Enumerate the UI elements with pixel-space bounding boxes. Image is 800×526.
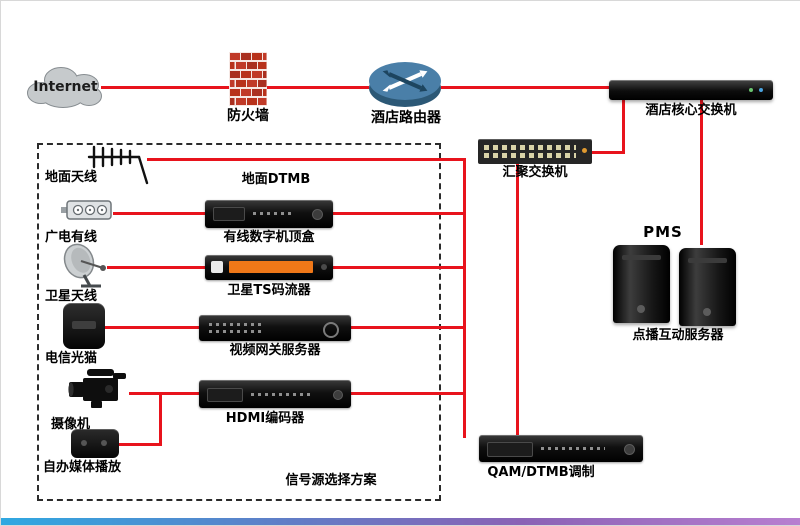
- edge-source-trunk: [463, 158, 466, 438]
- edge-internet-firewall: [101, 86, 229, 89]
- vod-server-label: 点播互动服务器: [632, 328, 724, 343]
- satellite-ts-streamer-label: 卫星TS码流器: [227, 283, 311, 298]
- vod-server-tower-1: [613, 245, 670, 323]
- gateway-emblem: [323, 322, 339, 338]
- edge-gateway-trunk: [351, 326, 466, 329]
- core-switch-device: [609, 80, 773, 100]
- streamer-knob: [321, 264, 327, 270]
- router-icon: [367, 57, 443, 111]
- camera-label: 摄像机: [51, 417, 91, 432]
- server-drive-bay: [622, 255, 661, 260]
- server-power-button: [703, 308, 711, 316]
- edge-cable-stb: [113, 212, 205, 215]
- terrestrial-antenna-icon: [87, 145, 151, 185]
- aggregation-switch-label: 汇聚交换机: [502, 165, 568, 180]
- switch-led: [582, 148, 587, 153]
- gateway-vents: [209, 323, 263, 326]
- edge-modem-gateway: [103, 326, 199, 329]
- core-switch-led: [749, 88, 753, 92]
- gateway-vents: [209, 330, 263, 333]
- cable-stb-device: [205, 200, 333, 228]
- encoder-ports: [251, 393, 311, 396]
- aggregation-switch-device: [478, 139, 592, 164]
- internet-label: Internet: [33, 79, 98, 95]
- cable-splitter-icon: [61, 193, 117, 227]
- core-switch-led: [759, 88, 763, 92]
- edge-streamer-trunk: [333, 266, 466, 269]
- encoder-knob: [333, 390, 343, 400]
- vod-server-tower-2: [679, 248, 736, 326]
- camera-icon: [67, 365, 133, 415]
- edge-camera-encoder: [129, 392, 199, 395]
- satellite-ts-streamer-device: [205, 255, 333, 280]
- firewall-label: 防火墙: [227, 108, 269, 124]
- encoder-display: [207, 388, 243, 402]
- edge-camera-player-riser: [159, 392, 162, 446]
- edge-firewall-router: [267, 86, 369, 89]
- player-button: [81, 440, 87, 446]
- streamer-display: [229, 261, 313, 273]
- streamer-logo: [211, 261, 223, 273]
- qam-ports: [541, 447, 605, 450]
- edge-player-riser: [115, 443, 161, 446]
- hdmi-encoder-device: [199, 380, 351, 408]
- video-gateway-label: 视频网关服务器: [229, 343, 321, 358]
- qam-knob: [624, 444, 635, 455]
- telecom-modem-icon: [63, 303, 105, 349]
- qam-modulator-label: QAM/DTMB调制: [487, 465, 595, 480]
- video-gateway-device: [199, 315, 351, 341]
- router-label: 酒店路由器: [371, 110, 441, 126]
- switch-port-row: [484, 145, 576, 150]
- modem-label-area: [72, 321, 96, 329]
- internet-cloud-icon: Internet: [23, 63, 108, 111]
- media-player-label: 自办媒体播放: [43, 460, 122, 475]
- qam-modulator-device: [479, 435, 643, 462]
- edge-core-agg-riser: [622, 98, 625, 154]
- satellite-dish-icon: [57, 241, 111, 289]
- edge-dish-streamer: [107, 266, 205, 269]
- signal-source-plan-label: 信号源选择方案: [285, 473, 377, 488]
- edge-core-vod-server: [700, 98, 703, 245]
- qam-display: [487, 442, 533, 457]
- edge-encoder-trunk: [351, 392, 466, 395]
- bottom-gradient-bar: [1, 518, 800, 525]
- switch-port-row: [484, 153, 576, 158]
- signal-source-group-box: [37, 143, 441, 501]
- hdmi-encoder-label: HDMI编码器: [225, 411, 305, 426]
- terrestrial-antenna-label: 地面天线: [45, 170, 98, 185]
- satellite-antenna-label: 卫星天线: [45, 289, 98, 304]
- edge-antenna-trunk: [147, 158, 466, 161]
- telecom-modem-label: 电信光猫: [45, 351, 98, 366]
- stb-knob: [312, 209, 323, 220]
- media-player-icon: [71, 429, 119, 458]
- edge-agg-qam-trunk: [516, 162, 519, 438]
- edge-core-agg-horizontal: [590, 151, 625, 154]
- cable-stb-label: 有线数字机顶盒: [223, 230, 315, 245]
- cable-label: 广电有线: [45, 230, 98, 245]
- pms-label: PMS: [643, 223, 683, 241]
- stb-display: [213, 207, 245, 221]
- terrestrial-dtmb-label: 地面DTMB: [241, 172, 311, 187]
- core-switch-label: 酒店核心交换机: [645, 103, 737, 118]
- player-button: [101, 440, 107, 446]
- edge-router-core-switch: [441, 86, 611, 89]
- stb-buttons: [253, 212, 293, 215]
- server-drive-bay: [688, 258, 727, 263]
- edge-stb-trunk: [333, 212, 466, 215]
- server-power-button: [637, 305, 645, 313]
- firewall-icon: [229, 52, 267, 106]
